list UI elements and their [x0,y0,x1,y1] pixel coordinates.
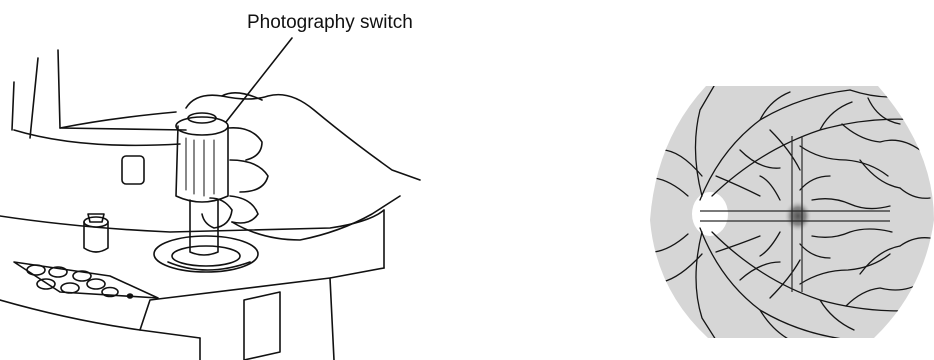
macula [784,200,812,232]
optic-disc [692,192,728,236]
